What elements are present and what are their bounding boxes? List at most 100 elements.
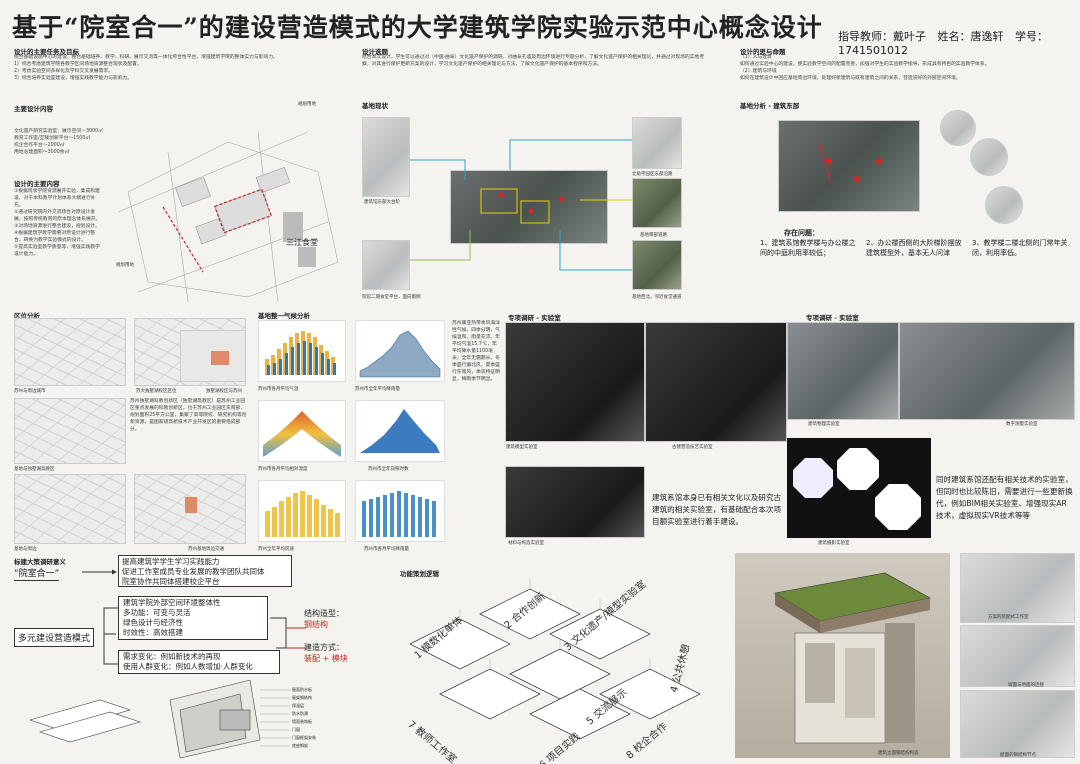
detail-photo-circle bbox=[970, 138, 1008, 176]
problem-item: 2、办公楼西侧的大阶梯阶摆放建筑模型外，基本无人问津 bbox=[866, 239, 962, 257]
legend-item: 屋架钢结构 bbox=[292, 695, 312, 700]
construct-title: 建造方式： bbox=[304, 643, 344, 652]
map-caption: 苏州基地周边交通 bbox=[188, 547, 224, 552]
structure-block: 结构造型： 钢结构 bbox=[304, 608, 344, 630]
climate-caption: 苏州市全年平均降雨量 bbox=[355, 387, 400, 392]
lab-photo bbox=[787, 322, 899, 420]
arrow-connector bbox=[82, 569, 117, 575]
isometric-diagram bbox=[409, 579, 701, 740]
lab-photo-lights bbox=[787, 438, 931, 538]
attribute-line: 绿色设计与经济性 bbox=[123, 618, 183, 627]
model-caption: 屋面的钢结构节点 bbox=[1000, 753, 1036, 758]
map-caption: 独墅湖校区与苏州 bbox=[206, 389, 242, 394]
model-render bbox=[735, 553, 950, 758]
design-line: ③对场地资源进行整合建设，规划设计。 bbox=[14, 224, 100, 229]
stat-line: 教育工作室/互联创新平台～1500㎡ bbox=[14, 136, 91, 141]
section-heading-content: 主要设计内容 bbox=[14, 105, 53, 113]
mode-label: 多元建设营造模式 bbox=[14, 628, 95, 647]
bracket-connectors bbox=[103, 607, 306, 665]
design-line: ②通过研究院内外交流场合对原设计发展，按照传统教育的原本理念体系展开。 bbox=[14, 210, 101, 222]
need-line: 需求变化：例如新技术的再现 bbox=[123, 652, 221, 661]
thinking-line: （2）建筑与环境 bbox=[740, 69, 777, 74]
legend-item: 门窗框架安装 bbox=[292, 735, 316, 740]
exploded-axonometric bbox=[28, 680, 290, 759]
lab-caption: 材料与构造实验室 bbox=[508, 541, 544, 546]
problems: 存在问题： bbox=[770, 228, 1080, 238]
aerial-photo bbox=[450, 170, 608, 244]
lab-caption: 建筑摄影实验室 bbox=[818, 541, 850, 546]
construct-value: 装配 + 模块 bbox=[304, 654, 348, 663]
attributes-box: 建筑学院外部空间环境整体性 多功能：可变与灵活 绿色设计与经济性 时效性：高效搭… bbox=[118, 596, 268, 640]
site-label: 规划用地 bbox=[298, 102, 316, 107]
site-photo bbox=[632, 240, 682, 290]
zone-text: 苏州独墅湖科教创新区（独墅湖高教区）是苏州工业园区重点发展的科教创新区，位于苏州… bbox=[130, 399, 247, 432]
problem-title: 存在问题： bbox=[784, 229, 819, 237]
legend-item: 屋面防水板 bbox=[292, 687, 312, 692]
attribute-line: 时效性：高效搭建 bbox=[123, 628, 183, 637]
model-caption: 建筑立面钢结构构造 bbox=[878, 751, 919, 756]
climate-chart bbox=[355, 480, 445, 542]
section-heading-lab: 专项调研 - 实验室 bbox=[508, 314, 561, 322]
thinking-line: 如何在建筑设计中回应基地周边环境，处理好新建筑与既有建筑之间的关系，营造良好的外… bbox=[740, 76, 961, 81]
detail-render bbox=[960, 625, 1075, 687]
section-heading-background: 设计的主要任务及目标 bbox=[14, 48, 79, 56]
student-id: 学号：1741501012 bbox=[838, 30, 1048, 57]
humidity-chart bbox=[360, 409, 440, 454]
student-name: 姓名：唐逸轩 bbox=[937, 30, 1004, 43]
photo-caption: 基地西北，邻近食堂通道 bbox=[632, 295, 682, 300]
lab-photo bbox=[505, 322, 645, 442]
monthly-rain-chart bbox=[362, 491, 436, 537]
building-aerial-photo bbox=[778, 120, 920, 212]
background-line: 统合基础设施中心的建设，整合基础培养、教学、科研、展示交流等一体化综合性平台，增… bbox=[14, 55, 278, 60]
photo-caption: 北角宇园区东部沿路 bbox=[632, 172, 673, 177]
thinking-line: 如何通过实验中心的建设，使实验教学空间的配置完善，加强对学生的实验教学指导，形成… bbox=[740, 62, 990, 67]
lab-caption: 数字测量实验室 bbox=[1006, 422, 1038, 427]
background-line: 3）综合培养实验室建设，增强实践教学能力与影响力。 bbox=[14, 76, 133, 81]
section-heading-status: 基地现状 bbox=[362, 102, 388, 110]
model-caption: 墙面与地面的连接 bbox=[1008, 683, 1044, 688]
structure-value: 钢结构 bbox=[304, 620, 328, 629]
background-line: 1）综合考虑建筑学院各教学区间场地资源整合现状及配置。 bbox=[14, 62, 142, 67]
temp-band-chart bbox=[263, 411, 341, 457]
climate-chart bbox=[355, 400, 445, 462]
map-caption: 基地与周边 bbox=[14, 547, 37, 552]
detail-photo-circle bbox=[940, 110, 976, 146]
climate-caption: 苏州市全年日照时数 bbox=[368, 467, 409, 472]
design-line: ⑤提高实验室教学质量等，增强实践教学设计能力。 bbox=[14, 245, 100, 257]
lab-caption: 建筑模型实验室 bbox=[506, 445, 538, 450]
goal-line: 提高建筑学学生学习实践能力 bbox=[122, 557, 220, 566]
detail-render bbox=[960, 553, 1075, 623]
section-heading-lab-right: 专项调研 - 实验室 bbox=[806, 314, 859, 322]
advisor-label: 指导教师：戴叶子 bbox=[838, 30, 926, 43]
problem-item: 1、建筑系馆教学楼与办公楼之间的中庭利用率较低； bbox=[760, 239, 856, 257]
climate-caption: 苏州市各月平均降雨量 bbox=[364, 547, 409, 552]
map-image bbox=[180, 330, 246, 382]
goals-box: 提高建筑学学生学习实践能力 促进工作室成员专业发展的教学团队共同体 院室协作共同… bbox=[118, 555, 292, 587]
legend-item: 保温层 bbox=[292, 703, 304, 708]
thinking-text: （1）人与建筑 如何通过实验中心的建设，使实验教学空间的配置完善，加强对学生的实… bbox=[740, 54, 1070, 82]
climate-chart bbox=[258, 480, 346, 542]
lab-center-text: 建筑系馆本身已有相关文化以及研究古建筑的相关实验室，有基础配合本次项目额实验室进… bbox=[652, 493, 782, 526]
section-heading-thinking: 设计的思与命题 bbox=[740, 48, 786, 56]
map-caption: 苏州与周边城市 bbox=[14, 389, 46, 394]
section-heading-design: 设计的主要内容 bbox=[14, 180, 60, 188]
stat-line: 校企合作平台～2000㎡ bbox=[14, 143, 65, 148]
map-image bbox=[14, 474, 126, 544]
site-plan-sub: 规划用地 bbox=[116, 263, 134, 268]
attribute-line: 多功能：可变与灵活 bbox=[123, 608, 191, 617]
photo-caption: 院馆二期食堂平台，面向南侧 bbox=[362, 295, 421, 300]
photo-connectors bbox=[410, 139, 632, 271]
problem-item: 3、教学楼二楼北侧的门常年关闭，利用率低。 bbox=[972, 239, 1068, 257]
climate-text: 苏州属亚热带季风海洋性气候，四季分明，气候温和，雨量充沛。年平均气温15.7℃，… bbox=[452, 321, 500, 382]
legend-item: 底座钢架 bbox=[292, 743, 308, 748]
lab-caption: 古建营造技艺实验室 bbox=[672, 445, 713, 450]
map-image bbox=[14, 318, 126, 386]
stats-list: 文化遗产研究实验室：展示空间～3000㎡ 教育工作室/互联创新平台～1500㎡ … bbox=[14, 128, 124, 156]
design-line: ①根据现状学院资源展开实验，集成和建设、对于本科教学计划体系大纲进行补充。 bbox=[14, 189, 100, 208]
goal-line: 促进工作室成员专业发展的教学团队共同体 bbox=[122, 567, 265, 576]
section-heading-topic: 设计选题 bbox=[362, 48, 388, 56]
photo-caption: 基地南部道路 bbox=[640, 233, 667, 238]
attribute-line: 建筑学院外部空间环境整体性 bbox=[123, 598, 221, 607]
bar-chart-temp bbox=[265, 331, 336, 375]
site-plan: 三江食堂 规划用地 bbox=[108, 112, 344, 304]
